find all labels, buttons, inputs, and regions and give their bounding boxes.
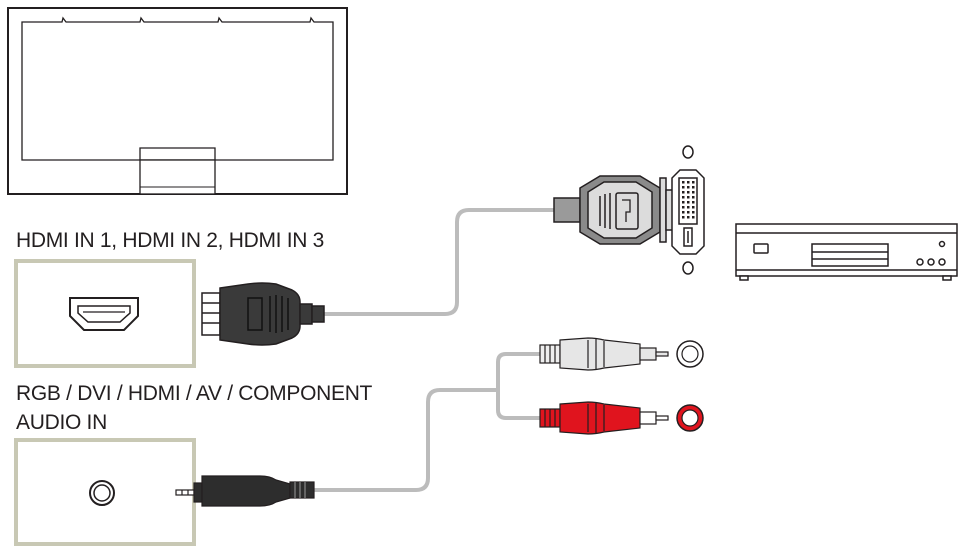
dvi-plug [553,175,675,245]
audio-split-red [496,388,542,420]
cables [310,208,558,492]
audio-split-white [496,352,542,392]
monitor-rear [7,7,348,195]
audio-port-panel [14,438,196,546]
rca-white-plug [539,337,704,371]
rca-red-plug [539,401,704,435]
stereo-mini-plug [175,475,315,507]
hdmi-port-label: HDMI IN 1, HDMI IN 2, HDMI IN 3 [16,229,325,252]
audio-port-label-line2: AUDIO IN [16,411,107,434]
source-device [735,223,958,281]
hdmi-plug [201,282,325,346]
hdmi-dvi-cable [321,208,558,316]
audio-port-label-line1: RGB / DVI / HDMI / AV / COMPONENT [16,382,373,405]
dvi-port-icon [671,145,705,275]
audio-cable [310,388,500,492]
hdmi-port-panel [14,259,196,368]
